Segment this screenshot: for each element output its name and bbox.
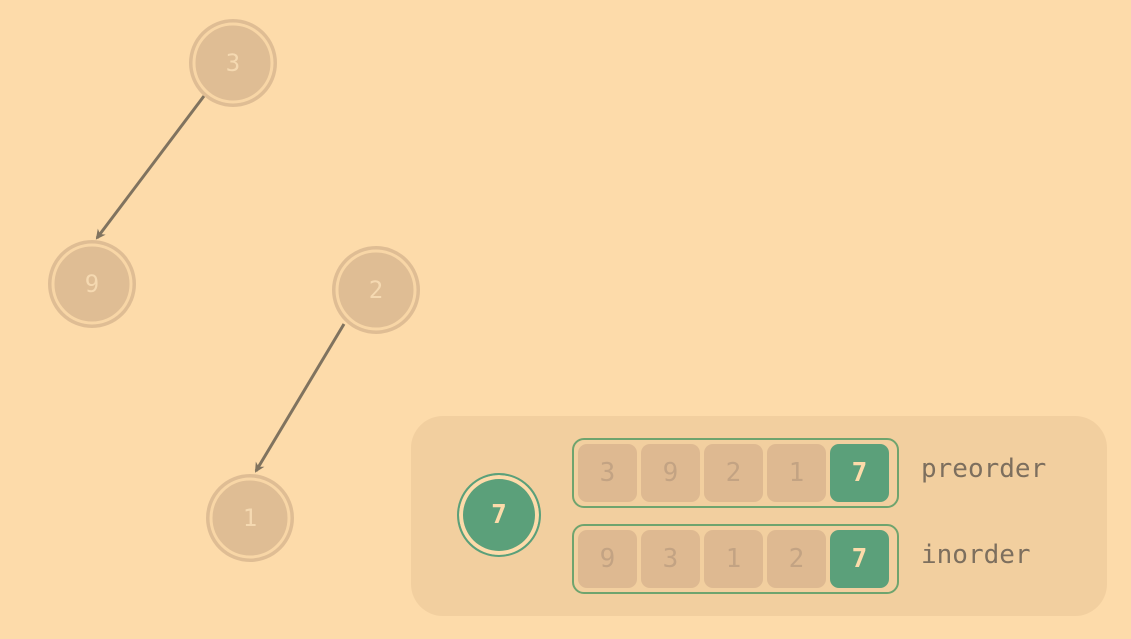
preorder-array: 3 9 2 1 7 [572,438,899,508]
inorder-cell: 9 [578,530,637,588]
edge-3-to-9 [95,95,206,240]
tree-node-9: 9 [48,240,136,328]
inorder-cell: 1 [704,530,763,588]
edge-2-to-1 [254,323,346,473]
preorder-cell: 2 [704,444,763,502]
inorder-array: 9 3 1 2 7 [572,524,899,594]
preorder-cell: 3 [578,444,637,502]
tree-node-2: 2 [332,246,420,334]
tree-node-1-label: 1 [243,504,257,532]
tree-node-2-label: 2 [369,276,383,304]
current-node: 7 [457,473,541,557]
tree-node-1: 1 [206,474,294,562]
current-node-label: 7 [491,500,507,530]
inorder-cell-active: 7 [830,530,889,588]
tree-node-9-label: 9 [85,270,99,298]
tree-node-3-label: 3 [226,49,240,77]
preorder-cell: 1 [767,444,826,502]
traversal-panel: 7 3 9 2 1 7 preorder 9 3 1 2 7 inorder [411,416,1107,616]
inorder-label: inorder [921,540,1031,570]
preorder-label: preorder [921,454,1047,484]
preorder-cell: 9 [641,444,700,502]
inorder-cell: 3 [641,530,700,588]
tree-node-3: 3 [189,19,277,107]
preorder-cell-active: 7 [830,444,889,502]
inorder-cell: 2 [767,530,826,588]
